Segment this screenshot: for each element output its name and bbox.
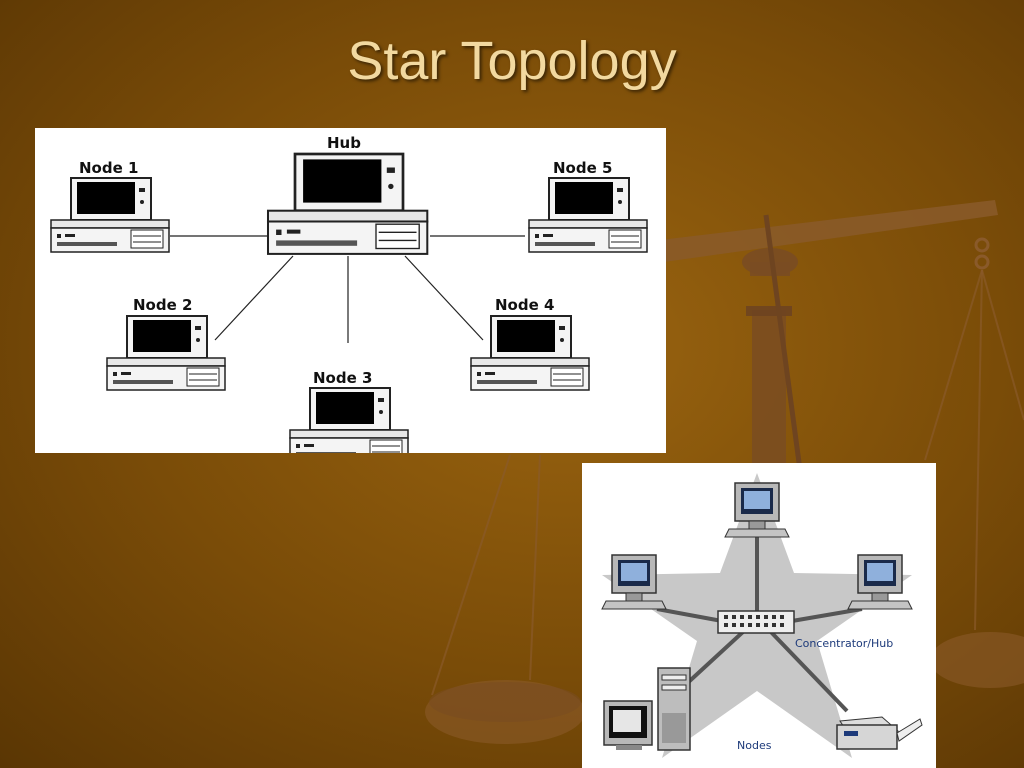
star-network-graphic	[601, 473, 923, 758]
node-1-computer-icon	[50, 177, 170, 253]
slide-title: Star Topology	[347, 31, 677, 91]
nodes-label: Nodes	[737, 739, 772, 752]
node-5-computer-icon	[528, 177, 648, 253]
node-2-label: Node 2	[133, 296, 193, 314]
node-4-computer-icon	[470, 315, 590, 391]
node-2-computer-icon	[106, 315, 226, 391]
node-4-label: Node 4	[495, 296, 555, 314]
tower-computer-icon	[603, 667, 691, 751]
left-computer-icon	[601, 554, 667, 610]
printer-icon	[836, 716, 923, 750]
node-1-label: Node 1	[79, 159, 139, 177]
connection-lines	[50, 152, 648, 453]
concentrator-star-diagram: Concentrator/Hub Nodes	[582, 463, 936, 768]
right-computer-icon	[847, 554, 913, 610]
node-5-label: Node 5	[553, 159, 613, 177]
hub-label: Hub	[327, 134, 361, 152]
hub-computer-icon	[266, 152, 429, 256]
concentrator-hub-icon	[717, 610, 795, 634]
concentrator-hub-label: Concentrator/Hub	[795, 637, 894, 650]
node-3-label: Node 3	[313, 369, 373, 387]
node-3-computer-icon	[289, 387, 409, 453]
top-computer-icon	[724, 482, 790, 538]
star-topology-diagram: Hub Node 1 Node 5 Node 2 Node 4 Node 3	[35, 128, 666, 453]
